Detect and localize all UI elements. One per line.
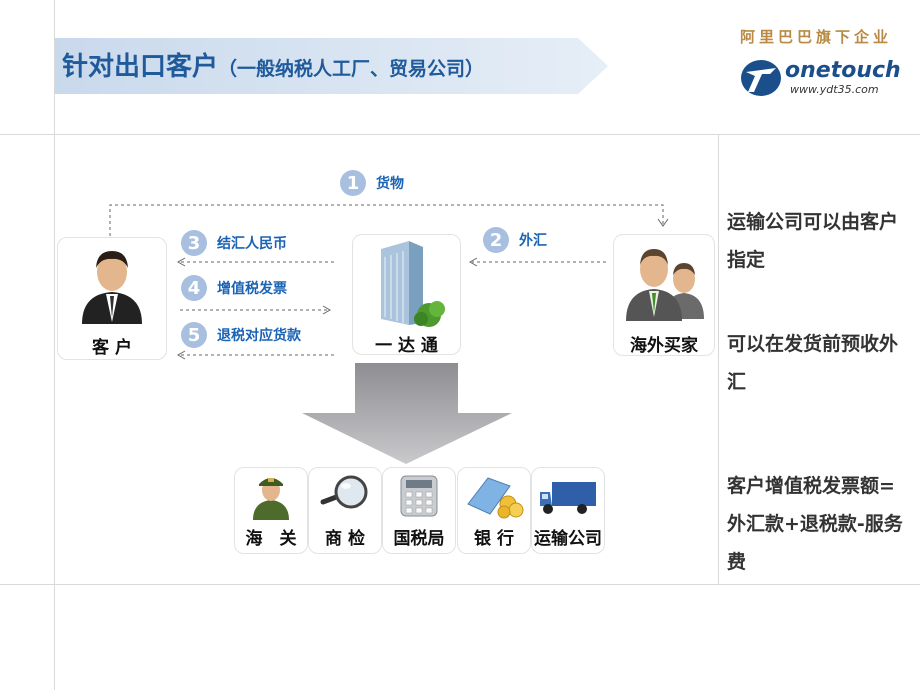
- note-prepay: 可以在发货前预收外汇: [727, 333, 899, 393]
- step-4-number: 4: [181, 275, 207, 301]
- buyer-label: 海外买家: [630, 336, 698, 356]
- ydt-label: 一 达 通: [375, 336, 438, 356]
- step-5-label: 退税对应货款: [217, 328, 301, 344]
- client-label: 客 户: [92, 338, 132, 358]
- page-subtitle: （一般纳税人工厂、贸易公司）: [218, 58, 485, 80]
- ydt-card: 一 达 通: [352, 234, 461, 356]
- building-icon: [381, 241, 445, 327]
- bank-card-coins-icon: [467, 477, 524, 519]
- agency-inspection-label: 商 检: [325, 529, 365, 549]
- customs-officer-icon: [253, 478, 289, 520]
- buyer-card: 海外买家: [613, 234, 715, 356]
- step-5-number: 5: [181, 322, 207, 348]
- step-3: 3 结汇人民币: [181, 230, 287, 256]
- bottom-grid-line: [0, 584, 920, 585]
- top-grid-line: [0, 134, 920, 135]
- step-3-number: 3: [181, 230, 207, 256]
- flow-connectors: [109, 204, 669, 464]
- left-grid-line: [54, 0, 55, 690]
- agency-transport-label: 运输公司: [534, 529, 602, 549]
- step-2-label: 外汇: [519, 233, 547, 249]
- agency-tax: 国税局: [382, 467, 456, 554]
- agency-inspection: 商 检: [308, 467, 382, 554]
- calculator-icon: [400, 475, 438, 517]
- step-1: 1 货物: [340, 170, 404, 196]
- magnifier-icon: [320, 475, 368, 509]
- truck-icon: [540, 482, 596, 514]
- page-title: 针对出口客户（一般纳税人工厂、贸易公司）: [62, 52, 485, 82]
- onetouch-logo-icon: [741, 60, 781, 96]
- step-3-label: 结汇人民币: [217, 236, 287, 252]
- agency-customs: 海 关: [234, 467, 308, 554]
- brand-tagline: 阿里巴巴旗下企业: [740, 28, 893, 46]
- agency-tax-label: 国税局: [393, 529, 445, 549]
- note-formula: 客户增值税发票额=外汇款+退税款-服务费: [727, 475, 903, 573]
- step-4-label: 增值税发票: [217, 281, 287, 297]
- step-4: 4 增值税发票: [181, 275, 287, 301]
- step-1-label: 货物: [376, 176, 404, 192]
- step-2-number: 2: [483, 227, 509, 253]
- right-grid-line: [718, 134, 719, 584]
- client-card: 客 户: [57, 237, 167, 360]
- logo-url: www.ydt35.com: [790, 83, 879, 96]
- step-1-number: 1: [340, 170, 366, 196]
- note-transport: 运输公司可以由客户指定: [727, 211, 899, 271]
- logo-word: onetouch: [785, 58, 901, 83]
- step-5: 5 退税对应货款: [181, 322, 301, 348]
- agency-bank-label: 银 行: [474, 529, 514, 549]
- agency-customs-label: 海 关: [245, 529, 297, 549]
- businessman-icon: [82, 251, 142, 324]
- agency-transport: 运输公司: [531, 467, 605, 554]
- buyers-icon: [626, 249, 704, 321]
- agency-bank: 银 行: [457, 467, 531, 554]
- step-2: 2 外汇: [483, 227, 547, 253]
- title-banner: [55, 38, 608, 94]
